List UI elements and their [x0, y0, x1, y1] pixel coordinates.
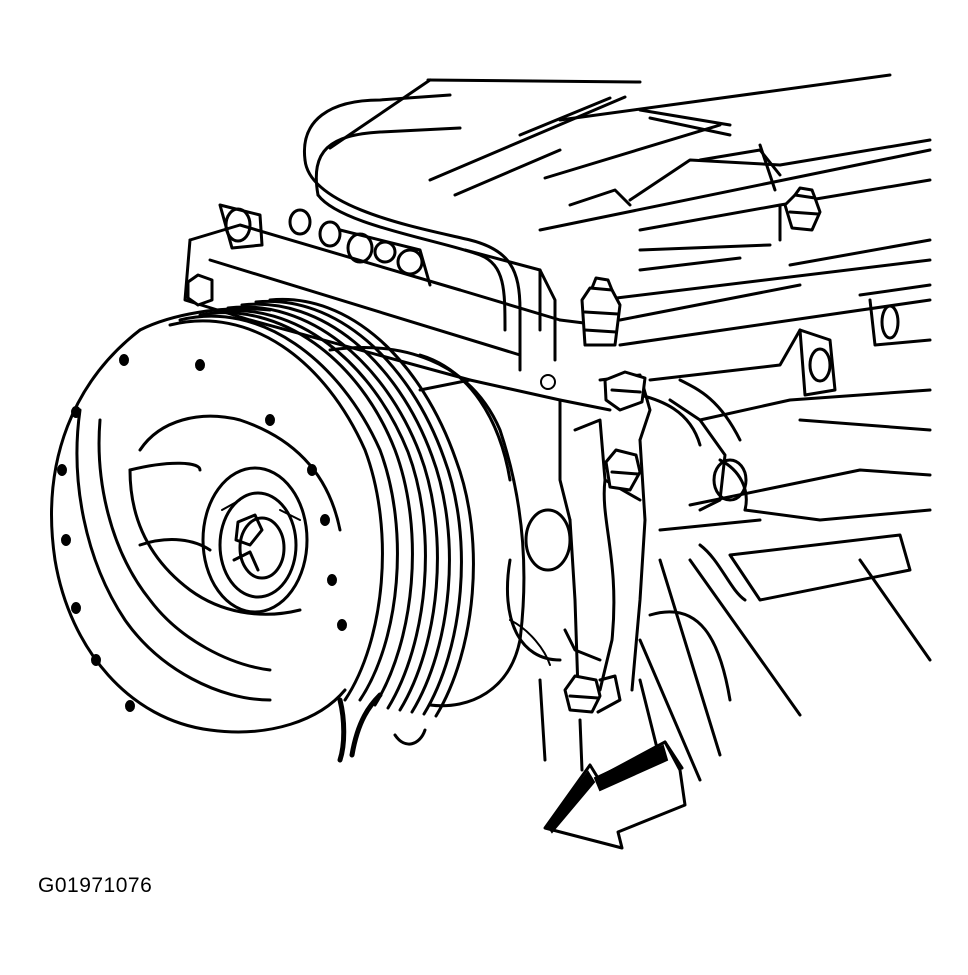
intake-tube: [302, 93, 557, 372]
compressor-mount-arm: [563, 373, 652, 692]
mounting-bracket: [183, 203, 612, 522]
lower-arm-bolt: [563, 674, 622, 714]
engine-top-cover: [328, 73, 932, 347]
compressor-pulley: [50, 297, 475, 763]
compressor-body: [328, 346, 584, 772]
left-bolt: [186, 273, 214, 307]
upper-arm-bolt: [604, 448, 642, 492]
top-nut-right: [783, 186, 822, 232]
direction-arrow: [543, 740, 687, 850]
upper-arm-clip: [603, 370, 647, 412]
engine-block-right: [638, 283, 932, 802]
top-nut-center: [580, 276, 622, 347]
figure-id-label: G01971076: [38, 874, 153, 897]
